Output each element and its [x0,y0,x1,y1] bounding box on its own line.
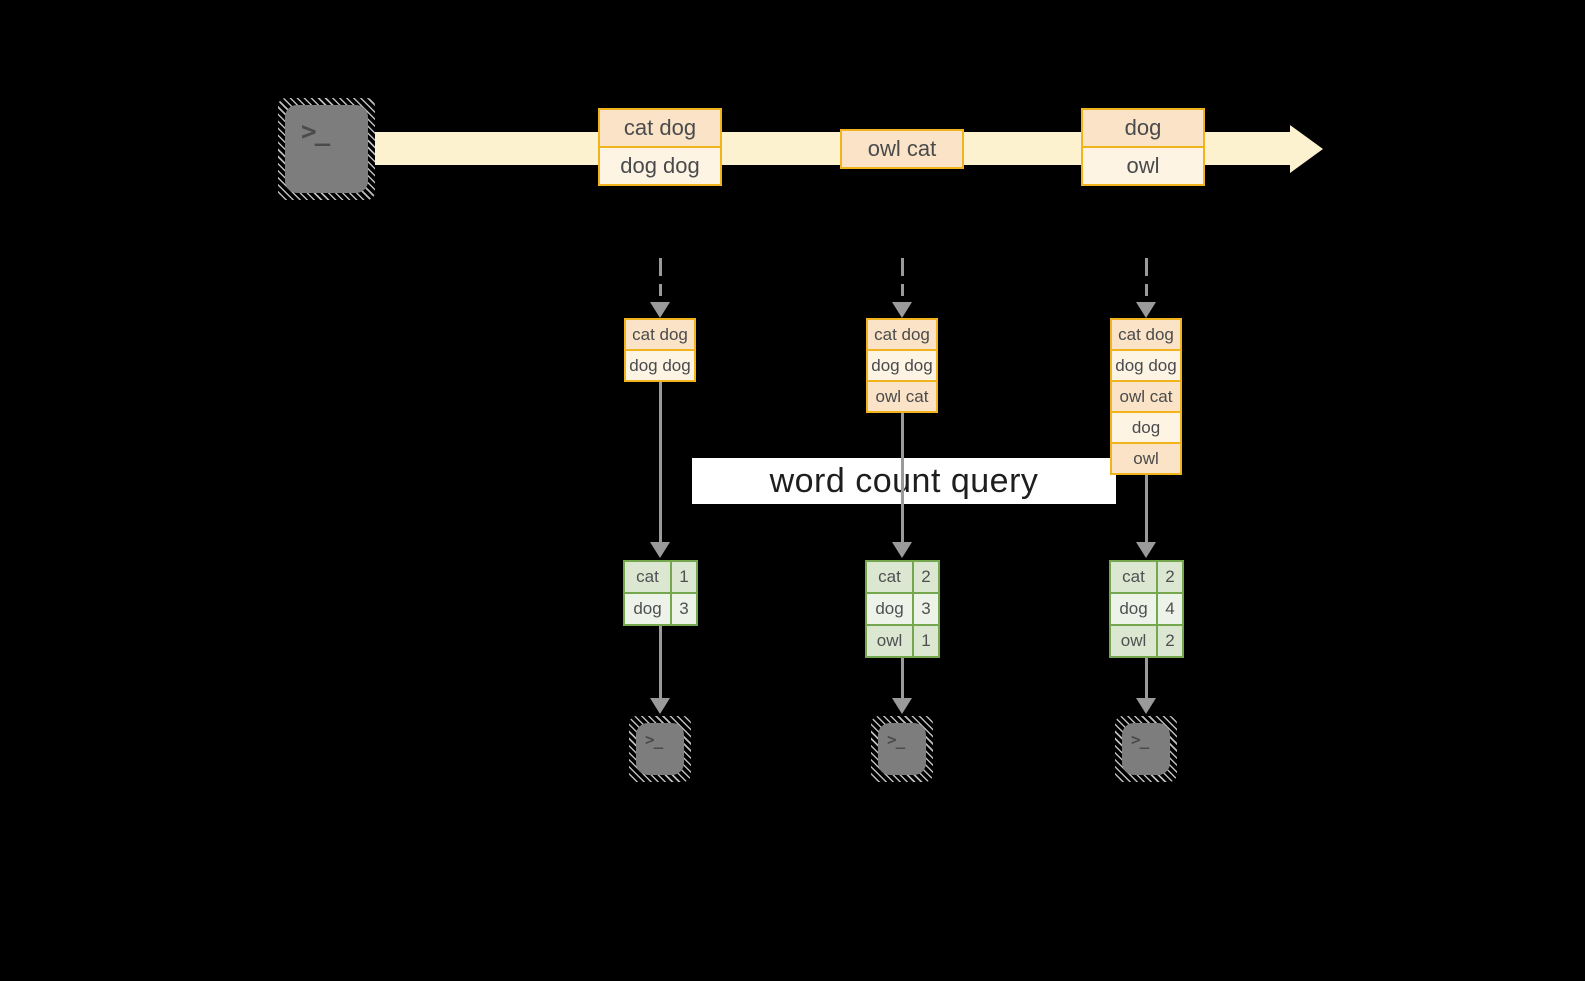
result-table-t2: cat 2 dog 3 owl 1 [865,560,940,658]
input-table-t1: cat dog dog dog [624,318,696,382]
stream-batch-3: dog owl [1081,108,1205,186]
result-count: 3 [672,594,696,624]
stream-arrowhead-icon [1290,125,1323,173]
arrowhead-icon [892,302,912,318]
output-terminal-icon: >_ [629,716,691,782]
arrow-line [1145,658,1148,698]
result-word: owl [1111,626,1156,656]
input-table-t2: cat dog dog dog owl cat [866,318,938,413]
result-word: cat [1111,562,1156,592]
input-table-t3: cat dog dog dog owl cat dog owl [1110,318,1182,475]
dashed-arrow-icon [901,258,904,276]
stream-record: owl cat [842,131,962,167]
input-row: owl [1112,444,1180,473]
arrow-line [659,626,662,698]
result-word: dog [1111,594,1156,624]
input-row: dog dog [868,351,936,380]
arrowhead-icon [650,302,670,318]
arrowhead-icon [892,698,912,714]
result-table-t3: cat 2 dog 4 owl 2 [1109,560,1184,658]
result-word: owl [867,626,912,656]
result-count: 1 [672,562,696,592]
output-terminal-icon: >_ [1115,716,1177,782]
arrow-line [901,413,904,542]
dashed-arrow-icon [659,258,662,276]
input-row: dog dog [1112,351,1180,380]
terminal-prompt-glyph: >_ [887,730,905,749]
result-count: 1 [914,626,938,656]
dashed-arrow-icon [1145,258,1148,276]
input-row: owl cat [1112,382,1180,411]
stream-record: dog [1083,110,1203,146]
terminal-prompt-glyph: >_ [645,730,663,749]
result-count: 2 [1158,626,1182,656]
stream-batch-1: cat dog dog dog [598,108,722,186]
output-terminal-icon: >_ [871,716,933,782]
arrowhead-icon [892,542,912,558]
dashed-arrow-icon [659,284,662,296]
result-count: 2 [1158,562,1182,592]
input-row: owl cat [868,382,936,411]
arrow-line [1145,475,1148,542]
terminal-body: >_ [878,723,926,775]
stream-record: owl [1083,148,1203,184]
dashed-arrow-icon [901,284,904,296]
arrow-line [901,658,904,698]
source-terminal-icon: >_ [278,98,375,200]
dashed-arrow-icon [1145,284,1148,296]
arrow-line [659,382,662,542]
arrowhead-icon [650,542,670,558]
arrowhead-icon [1136,698,1156,714]
stream-batch-2: owl cat [840,129,964,169]
result-table-t1: cat 1 dog 3 [623,560,698,626]
input-row: cat dog [868,320,936,349]
input-row: cat dog [1112,320,1180,349]
input-row: dog dog [626,351,694,380]
result-word: cat [625,562,670,592]
input-row: dog [1112,413,1180,442]
result-word: cat [867,562,912,592]
result-count: 2 [914,562,938,592]
query-label: word count query [769,461,1039,500]
result-count: 4 [1158,594,1182,624]
arrowhead-icon [650,698,670,714]
arrowhead-icon [1136,542,1156,558]
terminal-body: >_ [285,105,368,193]
input-row: cat dog [626,320,694,349]
arrowhead-icon [1136,302,1156,318]
stream-record: cat dog [600,110,720,146]
result-word: dog [867,594,912,624]
result-count: 3 [914,594,938,624]
terminal-prompt-glyph: >_ [1131,730,1149,749]
query-label-box: word count query [692,458,1116,504]
stream-record: dog dog [600,148,720,184]
terminal-body: >_ [636,723,684,775]
terminal-prompt-glyph: >_ [301,117,330,147]
result-word: dog [625,594,670,624]
terminal-body: >_ [1122,723,1170,775]
